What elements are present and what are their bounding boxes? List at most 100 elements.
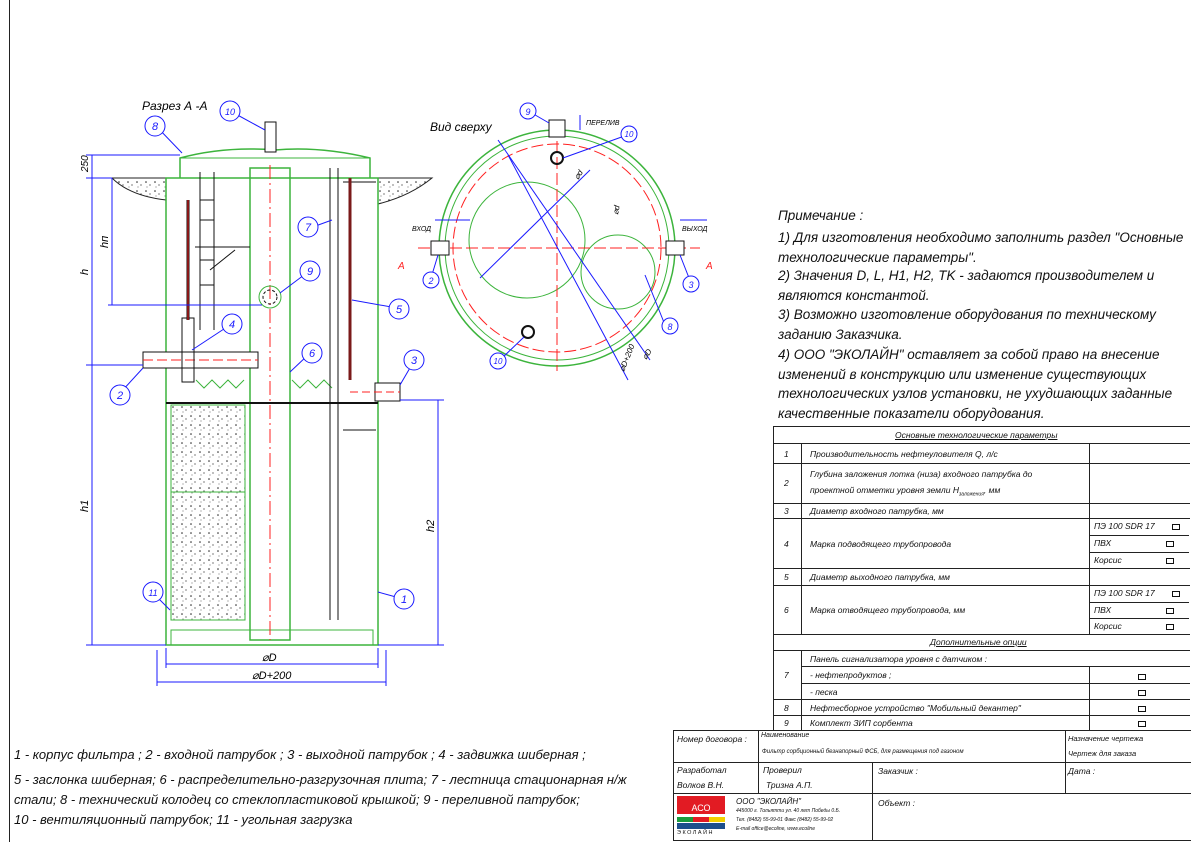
row-text: Марка подводящего трубопровода <box>810 539 952 549</box>
row-text: Марка отводящего трубопровода, мм <box>810 605 966 615</box>
option-label: ПВХ <box>1094 538 1112 548</box>
upper-ladder <box>195 172 250 330</box>
checkbox[interactable] <box>1172 591 1180 597</box>
callouts: 1 2 3 4 5 6 7 8 9 10 11 2 3 8 9 10 10 <box>109 100 700 610</box>
callout-4: 4 <box>221 313 243 335</box>
checkbox[interactable] <box>1166 608 1174 614</box>
section-title: Разрез А -А <box>142 99 207 113</box>
checkbox[interactable] <box>1166 624 1174 630</box>
svg-text:8: 8 <box>152 121 159 133</box>
outlet-label: ВЫХОД <box>682 226 708 233</box>
callout-11: 11 <box>142 581 164 603</box>
row-num: 2 <box>784 478 789 488</box>
callout-3: 3 <box>403 349 425 371</box>
dim-h: h <box>79 269 91 275</box>
note-2: 2) Значения D, L, H1, H2, TK - задаются … <box>778 268 1155 303</box>
row-text-2: проектной отметки уровня земли Hзаложени… <box>810 485 1001 498</box>
date-label: Дата : <box>1068 766 1096 776</box>
ground-right <box>377 177 434 205</box>
checkbox[interactable] <box>1166 541 1174 547</box>
option-label: Корсис <box>1094 621 1122 631</box>
callout-10: 10 <box>219 100 241 122</box>
legend-line-1: 1 - корпус фильтра ; 2 - входной патрубо… <box>14 747 586 762</box>
callout-9: 9 <box>299 260 321 282</box>
checkbox[interactable] <box>1138 674 1146 680</box>
top-view: Вид сверху ВХОД ВЫХОД ПЕРЕЛИВ А А ⌀d ⌀d … <box>397 115 713 381</box>
callout-1: 1 <box>393 588 415 610</box>
note-4: 4) ООО "ЭКОЛАЙН" оставляет за собой прав… <box>778 347 1173 421</box>
option-label: ПВХ <box>1094 605 1112 615</box>
callout-top-8: 8 <box>661 317 679 335</box>
svg-text:9: 9 <box>525 107 530 117</box>
section-view: Разрез А -А 250 h hп h1 h2 ⌀D ⌀D+200 <box>79 99 444 686</box>
company-address: 445000 г. Тольятти ул. 40 лет Победы 0.Б… <box>736 808 841 814</box>
svg-text:2: 2 <box>116 390 123 402</box>
svg-text:7: 7 <box>305 222 312 234</box>
svg-text:5: 5 <box>396 304 403 316</box>
row-num: 8 <box>784 703 789 713</box>
svg-text:4: 4 <box>229 319 235 331</box>
row-text: - нефтепродуктов ; <box>810 670 892 680</box>
manhole-cover-small <box>580 234 656 310</box>
row-num: 3 <box>784 506 789 516</box>
name-value: Фильтр сорбционный безнапорный ФСБ, для … <box>762 749 964 755</box>
company-email: E-mail office@ecoline, www.ecoline <box>736 826 815 832</box>
options-header: Дополнительные опции <box>930 637 1027 647</box>
dim-h2: h2 <box>425 520 437 532</box>
row-num: 1 <box>784 449 789 459</box>
row-num: 9 <box>784 718 789 728</box>
customer-label: Заказчик : <box>878 766 918 776</box>
notes-title: Примечание : <box>778 208 864 223</box>
dim-h1: h1 <box>79 500 91 512</box>
row-num: 7 <box>784 670 789 680</box>
svg-text:3: 3 <box>411 355 418 367</box>
checkbox[interactable] <box>1138 690 1146 696</box>
legend-line-3: стали; 8 - технический колодец со стекло… <box>14 792 580 807</box>
callout-top-3: 3 <box>682 275 700 293</box>
section-mark-left: А <box>397 261 405 272</box>
callout-top-10b: 10 <box>489 352 507 370</box>
row-text: Глубина заложения лотка (низа) входного … <box>810 469 1033 479</box>
name-label: Наименование <box>761 732 810 739</box>
row-text: Диаметр входного патрубка, мм <box>810 506 944 516</box>
dim-d-small: ⌀d <box>611 204 622 215</box>
frame-border <box>9 0 10 842</box>
object-label: Объект : <box>878 798 916 808</box>
svg-text:11: 11 <box>148 588 157 598</box>
row-num: 4 <box>784 539 789 549</box>
row-text: Панель сигнализатора уровня с датчиком : <box>810 654 988 664</box>
row-text: Нефтесборное устройство "Мобильный декан… <box>810 703 1021 713</box>
checkbox[interactable] <box>1138 721 1146 727</box>
callout-2: 2 <box>109 384 131 406</box>
svg-text:1: 1 <box>401 594 407 606</box>
callout-7: 7 <box>297 216 319 238</box>
company-phone: Тел. (8482) 55-99-01 Факс (8482) 55-99-0… <box>736 817 834 823</box>
row-text: Диаметр выходного патрубка, мм <box>810 572 951 582</box>
purpose-value: Чертеж для заказа <box>1068 749 1137 758</box>
svg-text:10: 10 <box>494 357 503 366</box>
checkbox[interactable] <box>1172 524 1180 530</box>
svg-text:2: 2 <box>427 276 433 286</box>
svg-text:9: 9 <box>307 266 313 278</box>
svg-text:8: 8 <box>667 322 672 332</box>
option-label: Корсис <box>1094 555 1122 565</box>
callout-top-2: 2 <box>422 271 440 289</box>
checked-label: Проверил <box>763 765 802 775</box>
legend-line-4: 10 - вентиляционный патрубок; 11 - уголь… <box>14 812 353 827</box>
callout-top-10a: 10 <box>620 125 638 143</box>
note-3: 3) Возможно изготовление оборудования по… <box>778 307 1156 342</box>
ladder <box>329 168 376 620</box>
row-num: 6 <box>784 605 789 615</box>
inlet-label: ВХОД <box>412 226 431 233</box>
vent-pipe <box>264 121 277 153</box>
dim-d: ⌀d <box>572 168 585 181</box>
callout-5: 5 <box>388 298 410 320</box>
contract-label: Номер договора : <box>677 734 747 744</box>
top-view-title: Вид сверху <box>430 120 493 134</box>
checkbox[interactable] <box>1138 706 1146 712</box>
ground-left <box>110 177 167 201</box>
checkbox[interactable] <box>1166 558 1174 564</box>
dim-D200: ⌀D+200 <box>252 670 292 682</box>
